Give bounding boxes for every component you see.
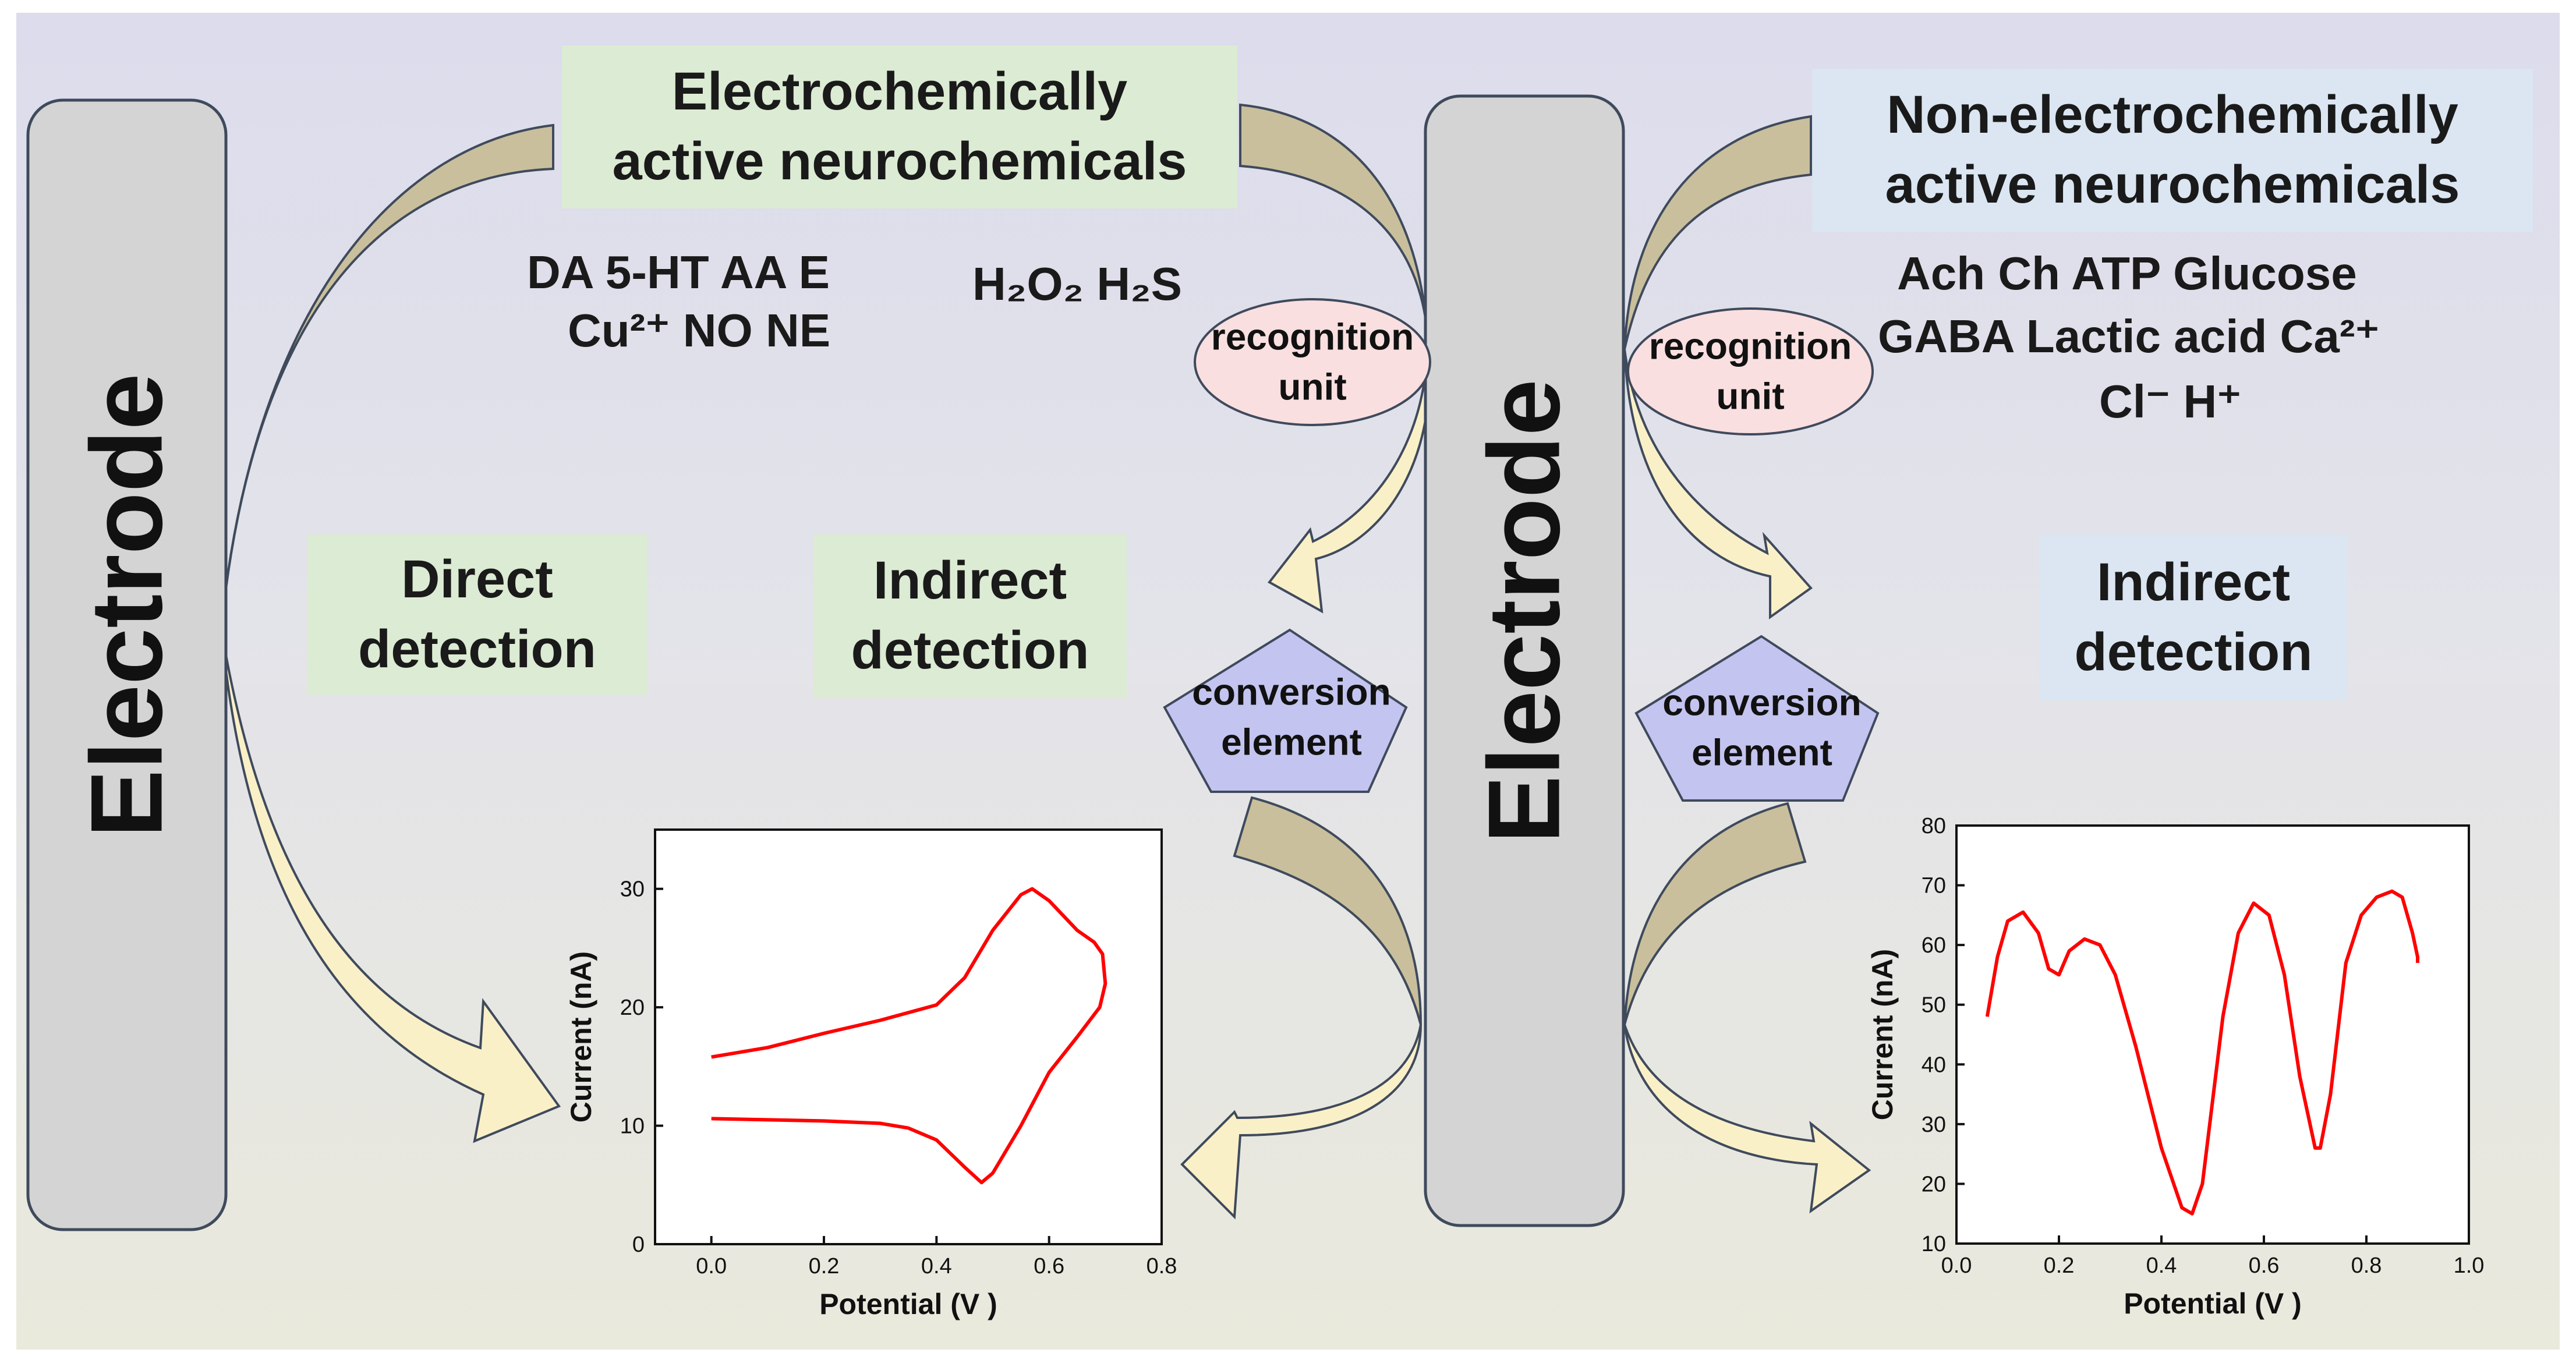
dpv-chart-y-tick-label: 80	[1922, 814, 1946, 838]
dpv-chart-x-tick-label: 1.0	[2454, 1253, 2485, 1278]
direct-detection-line1: Direct	[401, 549, 553, 609]
cv-chart-x-tick-label: 0.6	[1034, 1254, 1064, 1279]
cv-chart-y-tick-label: 20	[620, 996, 645, 1020]
middle-left-arrow-to-chart	[1180, 1024, 1422, 1220]
indirect-detection-right-box: Indirect detection	[2039, 534, 2348, 700]
cv-chart-y-tick-label: 30	[620, 877, 645, 902]
direct-detection-line2: detection	[358, 619, 596, 679]
dpv-chart-x-tick-label: 0.2	[2044, 1253, 2075, 1278]
dpv-chart-x-axis-label: Potential (V )	[2124, 1287, 2302, 1320]
conversion-element-right-label: conversion element	[1662, 678, 1861, 778]
middle-top-arrow	[1239, 103, 1428, 327]
cv-chart-x-tick-label: 0.2	[809, 1254, 840, 1279]
dpv-chart-x-tick-label: 0.8	[2351, 1253, 2382, 1278]
recognition-unit-right-label: recognition unit	[1649, 321, 1852, 422]
dpv-chart-x-tick-label: 0.0	[1941, 1253, 1972, 1278]
cv-chart-y-tick-label: 0	[632, 1233, 645, 1257]
right-electrode-label: Electrode	[1467, 379, 1581, 844]
electro-active-species-line1: DA 5-HT AA E	[527, 246, 830, 298]
indirect-detection-right-line1: Indirect	[2096, 552, 2291, 612]
dpv-chart-y-tick-label: 40	[1922, 1053, 1946, 1077]
peroxide-species: H₂O₂ H₂S	[972, 258, 1182, 310]
conversion-element-right-line2: element	[1692, 732, 1832, 774]
dpv-chart-y-axis-label: Current (nA)	[1866, 949, 1899, 1120]
non-electro-species-line3: Cl⁻ H⁺	[2099, 376, 2242, 427]
right-arrow-to-chart	[1623, 1024, 1871, 1214]
non-electro-active-title-line2: active neurochemicals	[1885, 155, 2460, 214]
electro-active-title-line2: active neurochemicals	[612, 132, 1187, 191]
non-electro-species-line2: GABA Lactic acid Ca²⁺	[1878, 310, 2380, 362]
non-electro-species-line1: Ach Ch ATP Glucose	[1897, 247, 2357, 299]
recognition-unit-right-line2: unit	[1716, 376, 1785, 417]
dpv-chart-y-tick-label: 50	[1922, 993, 1946, 1018]
dpv-chart-series-line	[1985, 889, 2419, 1216]
recognition-unit-right-shape	[1627, 307, 1874, 435]
dpv-chart: 0.0 0.2 0.4 0.6 0.8 1.0 10 20 30 40 50 60 70 80Potent…	[1866, 814, 2484, 1320]
indirect-detection-left-line1: Indirect	[873, 551, 1067, 611]
dpv-chart-x-tick-label: 0.4	[2146, 1253, 2177, 1278]
cv-chart-x-tick-label: 0.8	[1147, 1254, 1177, 1279]
conversion-element-right-shape	[1634, 635, 1880, 802]
dpv-chart-y-tick-label: 30	[1922, 1113, 1946, 1137]
recognition-unit-left-label: recognition unit	[1211, 312, 1414, 413]
recognition-unit-left-line1: recognition	[1211, 316, 1414, 358]
non-electro-active-title-line1: Non-electrochemically	[1887, 85, 2458, 145]
direct-detection-arrow-lower	[220, 628, 561, 1143]
middle-left-arrow-down	[1267, 325, 1431, 614]
electro-active-title-line1: Electrochemically	[671, 62, 1128, 122]
conversion-element-left-shape	[1163, 628, 1408, 793]
cv-chart-series-line	[711, 887, 1107, 1185]
dpv-chart-y-tick-label: 70	[1922, 874, 1946, 898]
electro-active-title-box: Electrochemically active neurochemicals	[562, 45, 1237, 208]
indirect-detection-left-line2: detection	[851, 621, 1089, 680]
conversion-element-left-label: conversion element	[1192, 667, 1390, 768]
electro-active-species-line2: Cu²⁺ NO NE	[568, 304, 831, 356]
conversion-element-left-line1: conversion	[1192, 671, 1391, 713]
dpv-chart-y-tick-label: 20	[1922, 1172, 1946, 1196]
cv-chart-x-tick-label: 0.0	[696, 1254, 727, 1279]
recognition-unit-right-line1: recognition	[1648, 325, 1852, 367]
indirect-detection-left-box: Indirect detection	[813, 534, 1127, 697]
right-electrode	[1424, 94, 1625, 1227]
dpv-chart-y-tick-label: 60	[1922, 933, 1946, 958]
cv-chart-y-tick-label: 10	[620, 1114, 645, 1139]
recognition-unit-left-shape	[1194, 298, 1431, 426]
cv-chart-y-axis-label: Current (nA)	[565, 951, 597, 1122]
cv-chart-x-tick-label: 0.4	[921, 1254, 952, 1279]
left-electrode-label: Electrode	[70, 373, 184, 838]
conversion-element-left-line2: element	[1221, 721, 1362, 763]
direct-detection-box: Direct detection	[307, 534, 647, 695]
cv-chart-plot-area	[654, 828, 1163, 1245]
left-electrode	[26, 98, 228, 1231]
dpv-chart-plot-area	[1955, 824, 2470, 1245]
indirect-detection-right-line2: detection	[2074, 622, 2313, 682]
right-arrow-lower-tan	[1623, 802, 1807, 1025]
non-electro-active-title-box: Non-electrochemically active neurochemic…	[1812, 69, 2533, 232]
recognition-unit-left-line2: unit	[1278, 366, 1347, 408]
right-arrow-down	[1623, 349, 1813, 619]
dpv-chart-y-tick-label: 10	[1922, 1232, 1946, 1256]
middle-left-arrow-lower-tan	[1233, 796, 1422, 1025]
cv-chart-x-axis-label: Potential (V )	[819, 1288, 997, 1320]
conversion-element-right-line1: conversion	[1662, 681, 1862, 724]
dpv-chart-x-tick-label: 0.6	[2249, 1253, 2280, 1278]
